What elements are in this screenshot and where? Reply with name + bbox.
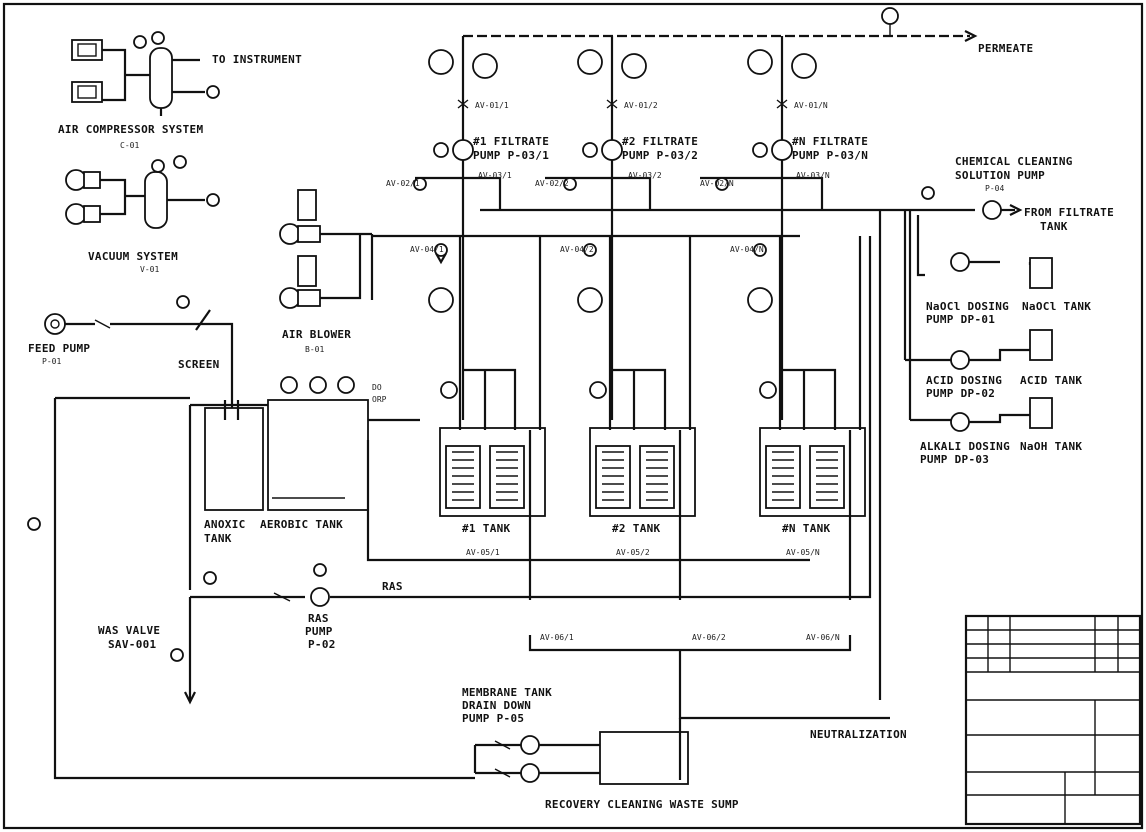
tank-n-label: #N TANK [782, 522, 831, 535]
aerobic-tank-label: AEROBIC TANK [260, 518, 343, 531]
naocl-tank-label: NaOCl TANK [1022, 300, 1091, 313]
ras-label: RAS [382, 580, 403, 593]
air-blower-tag: B-01 [305, 345, 324, 354]
drain-down [473, 635, 890, 785]
chem-cleaning-tag: P-04 [985, 184, 1004, 193]
av-05-1-label: AV-05/1 [466, 548, 500, 557]
alkali-dosing-label-1: ALKALI DOSING [920, 440, 1010, 453]
air-blower-label: AIR BLOWER [282, 328, 351, 341]
vacuum-system [65, 155, 220, 229]
permeate-label: PERMEATE [978, 42, 1033, 55]
naoh-tank-label: NaOH TANK [1020, 440, 1082, 453]
feed-pump-tag: P-01 [42, 357, 61, 366]
feed-pump [44, 295, 234, 412]
anoxic-tank-label-2: TANK [204, 532, 232, 545]
to-instrument-label: TO INSTRUMENT [212, 53, 302, 66]
filtrate-pump-1-label-a: #1 FILTRATE [473, 135, 549, 148]
av-01-2-label: AV-01/2 [624, 101, 658, 110]
membrane-drain-label-1: MEMBRANE TANK [462, 686, 552, 699]
alkali-dosing-label-2: PUMP DP-03 [920, 453, 989, 466]
acid-tank-label: ACID TANK [1020, 374, 1082, 387]
av-03-1-label: AV-03/1 [478, 171, 512, 180]
chemical-dosing [916, 186, 1053, 432]
feed-pump-label: FEED PUMP [28, 342, 90, 355]
train-2 [545, 36, 696, 600]
av-04-n-label: AV-04/N [730, 245, 764, 254]
membrane-drain-label-2: DRAIN DOWN [462, 699, 531, 712]
naocl-dosing-label-1: NaOCl DOSING [926, 300, 1009, 313]
av-05-2-label: AV-05/2 [616, 548, 650, 557]
av-02-1-label: AV-02/1 [386, 179, 420, 188]
av-03-2-label: AV-03/2 [628, 171, 662, 180]
train-n [700, 36, 866, 600]
tank-2-label: #2 TANK [612, 522, 661, 535]
train-1 [413, 36, 546, 600]
chem-cleaning-label-2: SOLUTION PUMP [955, 169, 1045, 182]
av-02-n-label: AV-02/N [700, 179, 734, 188]
from-filtrate-label-1: FROM FILTRATE [1024, 206, 1114, 219]
chem-cleaning-label-1: CHEMICAL CLEANING [955, 155, 1073, 168]
ras-line [27, 236, 872, 780]
ras-pump-label-3: P-02 [308, 638, 336, 651]
tank-1-label: #1 TANK [462, 522, 511, 535]
av-04-1-label: AV-04/1 [410, 245, 444, 254]
from-filtrate-label-2: TANK [1040, 220, 1068, 233]
filtrate-pump-1-label-b: PUMP P-03/1 [473, 149, 549, 162]
bio-tanks [188, 376, 810, 590]
naocl-dosing-label-2: PUMP DP-01 [926, 313, 995, 326]
filtrate-pump-2-label-b: PUMP P-03/2 [622, 149, 698, 162]
filtrate-pump-n-label-a: #N FILTRATE [792, 135, 868, 148]
acid-dosing-label-1: ACID DOSING [926, 374, 1002, 387]
ras-pump-label-2: PUMP [305, 625, 333, 638]
vacuum-system-label: VACUUM SYSTEM [88, 250, 178, 263]
membrane-drain-label-3: PUMP P-05 [462, 712, 524, 725]
air-compressor-system-label: AIR COMPRESSOR SYSTEM [58, 123, 203, 136]
av-03-n-label: AV-03/N [796, 171, 830, 180]
av-06-n-label: AV-06/N [806, 633, 840, 642]
title-block [964, 614, 1142, 826]
ras-pump-label-1: RAS [308, 612, 329, 625]
was-valve-label-2: SAV-001 [108, 638, 157, 651]
vacuum-tag: V-01 [140, 265, 159, 274]
av-02-2-label: AV-02/2 [535, 179, 569, 188]
av-05-n-label: AV-05/N [786, 548, 820, 557]
filtrate-pump-2-label-a: #2 FILTRATE [622, 135, 698, 148]
av-06-2-label: AV-06/2 [692, 633, 726, 642]
air-compressor-tag: C-01 [120, 141, 139, 150]
air-compressor-system [71, 31, 220, 116]
av-01-1-label: AV-01/1 [475, 101, 509, 110]
was-valve-label-1: WAS VALVE [98, 624, 160, 637]
air-blower [279, 189, 374, 309]
acid-dosing-label-2: PUMP DP-02 [926, 387, 995, 400]
recovery-sump-label: RECOVERY CLEANING WASTE SUMP [545, 798, 739, 811]
screen-label: SCREEN [178, 358, 220, 371]
anoxic-tank-label-1: ANOXIC [204, 518, 246, 531]
av-01-n-label: AV-01/N [794, 101, 828, 110]
permeate-header [463, 7, 978, 42]
av-04-2-label: AV-04/2 [560, 245, 594, 254]
do-label: DO [372, 383, 382, 392]
neutralization-label: NEUTRALIZATION [810, 728, 907, 741]
filtrate-pump-n-label-b: PUMP P-03/N [792, 149, 868, 162]
orp-label: ORP [372, 395, 387, 404]
av-06-1-label: AV-06/1 [540, 633, 574, 642]
